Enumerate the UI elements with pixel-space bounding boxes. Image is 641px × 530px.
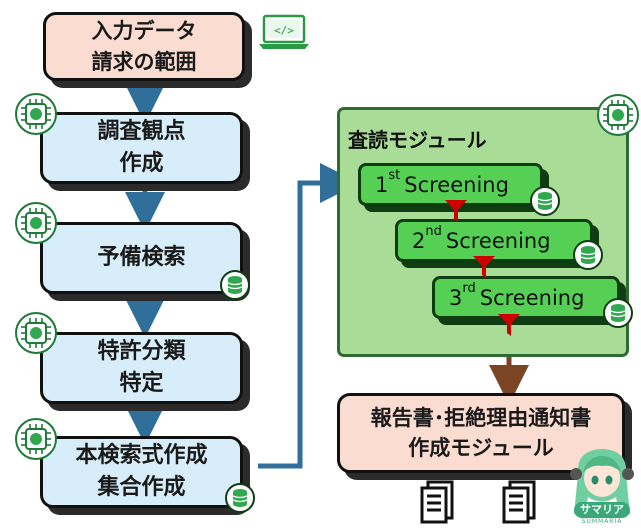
mascot-sub: SUMMARIA: [581, 518, 623, 525]
database-icon: [603, 298, 633, 328]
database-icon: [573, 240, 603, 270]
arrow-step4-to-review: [258, 163, 360, 469]
svg-text:</>: </>: [274, 24, 294, 37]
screening-1-ord: 1: [375, 172, 389, 197]
screening-3-ord: 3: [449, 285, 463, 310]
laptop-code-icon: </>: [259, 14, 309, 49]
ai-chip-icon: [15, 312, 57, 354]
step2-line1: 予備検索: [97, 245, 186, 271]
review-module-title: 査読モジュール: [348, 128, 487, 152]
input-line1: 入力データ: [91, 19, 197, 44]
input-line2: 請求の範囲: [91, 49, 197, 74]
database-icon: [220, 270, 250, 300]
filter-funnel-icon: [473, 256, 495, 278]
screening-1-label: Screening: [404, 172, 509, 197]
step4-line1: 本検索式作成: [75, 443, 208, 469]
step3-line1: 特許分類: [97, 339, 186, 365]
ai-chip-icon: [597, 94, 639, 136]
document-icon: [420, 480, 454, 524]
ai-chip-icon: [15, 93, 57, 135]
step-patent-classification: 特許分類 特定: [40, 332, 243, 404]
step4-line2: 集合作成: [97, 475, 186, 500]
filter-funnel-icon: [498, 314, 520, 336]
mascot-badge: サマリア: [574, 502, 630, 518]
step-research-viewpoint: 調査観点 作成: [40, 112, 243, 184]
step3-line2: 特定: [119, 371, 164, 396]
screening-1-sup: st: [388, 168, 401, 183]
report-line2: 作成モジュール: [408, 436, 554, 460]
step1-line2: 作成: [119, 151, 164, 176]
filter-funnel-icon: [445, 200, 467, 222]
screening-3-sup: rd: [462, 281, 476, 296]
step-main-search: 本検索式作成 集合作成: [40, 436, 243, 508]
ai-chip-icon: [15, 418, 57, 460]
step1-line1: 調査観点: [97, 119, 186, 145]
document-icon: [502, 480, 536, 524]
ai-chip-icon: [15, 202, 57, 244]
report-line1: 報告書･拒絶理由通知書: [370, 405, 592, 430]
input-data-box: 入力データ 請求の範囲: [43, 12, 245, 81]
mascot-avatar: サマリア SUMMARIA: [568, 444, 636, 526]
database-icon: [530, 186, 560, 216]
screening-2-label: Screening: [445, 228, 551, 253]
step-preliminary-search: 予備検索: [40, 222, 243, 294]
database-icon: [225, 483, 255, 513]
screening-3-label: Screening: [479, 285, 585, 310]
screening-2-sup: nd: [425, 224, 442, 239]
report-module-box: 報告書･拒絶理由通知書 作成モジュール: [337, 393, 625, 473]
screening-2-ord: 2: [412, 228, 426, 253]
mascot-illustration: [570, 449, 634, 517]
